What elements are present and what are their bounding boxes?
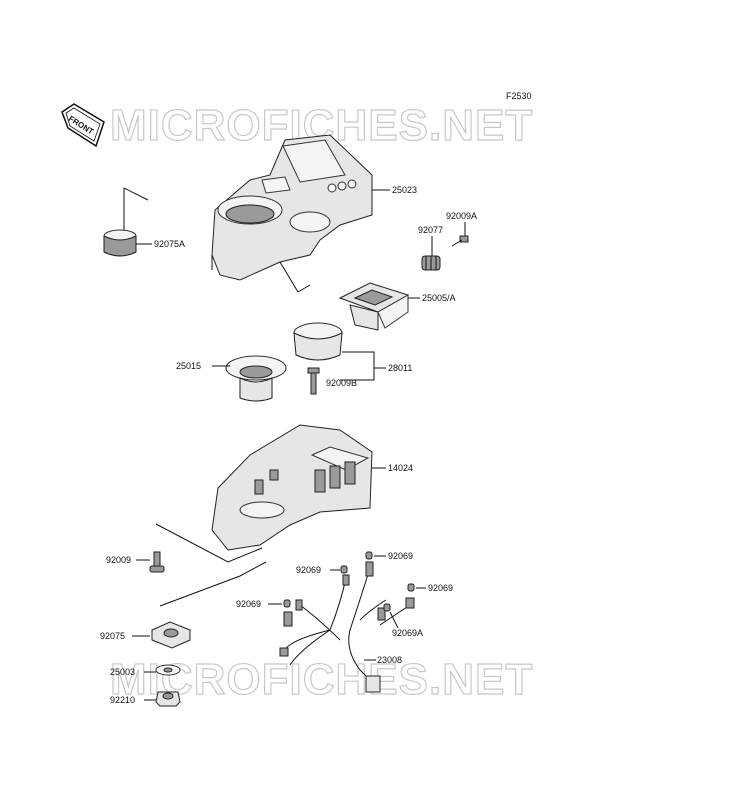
washer-part: [155, 664, 181, 676]
tachometer-part: [338, 282, 410, 331]
screw-part-c: [149, 551, 165, 573]
cap-part-a: [365, 551, 373, 560]
damper-part: [151, 621, 191, 649]
part-label-92009: 92009: [106, 555, 131, 565]
part-label-92069-d: 92069: [236, 599, 261, 609]
figure-code: F2530: [506, 91, 532, 101]
watermark-bottom: MICROFICHES.NET: [110, 655, 533, 704]
meter-case-part: [211, 424, 373, 551]
part-label-92069-b: 92069: [296, 565, 321, 575]
part-label-92075A: 92075A: [154, 239, 185, 249]
part-label-25023: 25023: [392, 185, 417, 195]
part-label-92210: 92210: [110, 695, 135, 705]
cap-part-b: [340, 565, 348, 574]
rubber-cup-part: [103, 229, 137, 257]
part-label-25003: 25003: [110, 667, 135, 677]
nut-part: [155, 691, 181, 707]
part-label-14024: 14024: [388, 463, 413, 473]
wire-harness-part: [279, 561, 415, 693]
cap-part-e: [383, 603, 391, 612]
part-label-28011: 28011: [388, 363, 412, 373]
front-arrow-icon: FRONT: [61, 103, 105, 148]
part-label-92069-a: 92069: [388, 551, 413, 561]
cap-part-c: [407, 583, 415, 592]
gauge-part: [293, 322, 343, 361]
part-label-25015: 25015: [176, 361, 201, 371]
part-label-92009B: 92009B: [326, 378, 357, 388]
meter-cover-part: [211, 134, 373, 293]
part-label-92069-c: 92069: [428, 583, 453, 593]
speedometer-part: [225, 355, 287, 402]
cap-part-d: [283, 599, 291, 608]
screw-part-a: [451, 235, 469, 247]
part-label-92009A: 92009A: [446, 211, 477, 221]
screw-part-b: [307, 367, 320, 395]
gear-part: [421, 255, 441, 271]
part-label-25005A: 25005/A: [422, 293, 456, 303]
part-label-92069A: 92069A: [392, 628, 423, 638]
part-label-23008: 23008: [377, 655, 402, 665]
part-label-92077: 92077: [418, 225, 443, 235]
part-label-92075: 92075: [100, 631, 125, 641]
